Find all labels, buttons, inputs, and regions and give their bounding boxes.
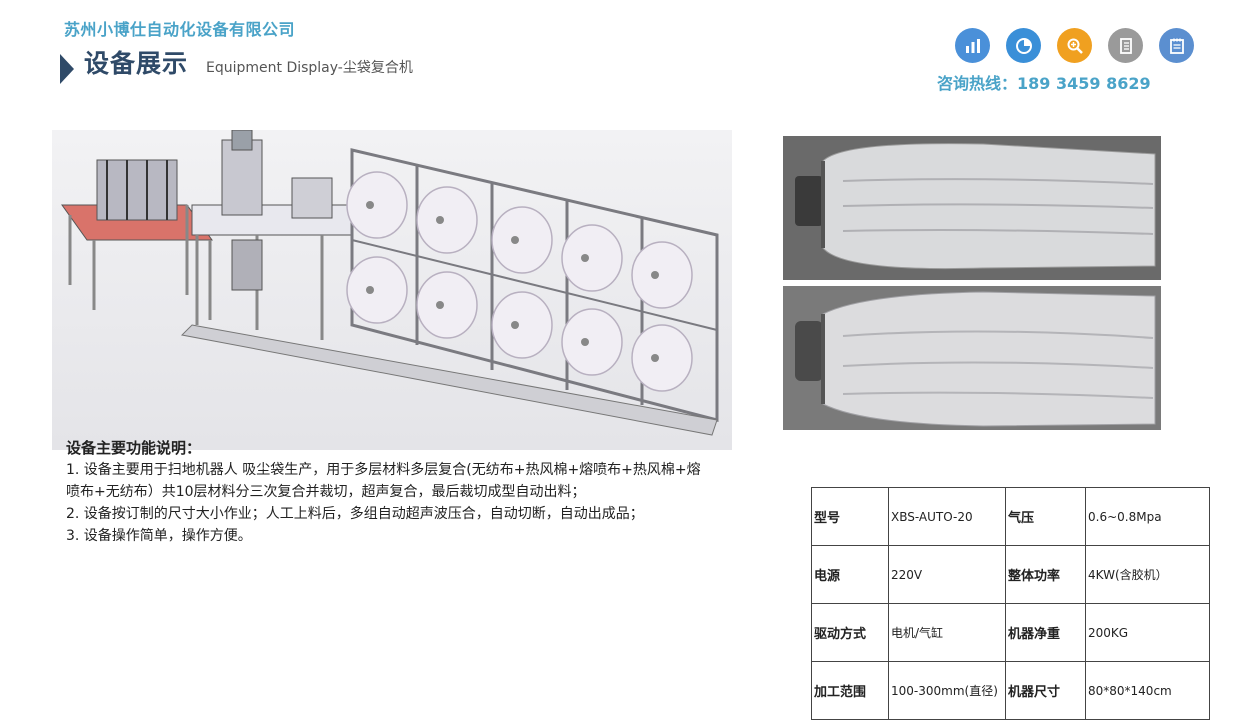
description-item: 1. 设备主要用于扫地机器人 吸尘袋生产，用于多层材料多层复合(无纺布+热风棉+…: [66, 462, 701, 500]
dust-bag-photo-top: [783, 136, 1161, 280]
spec-value: 0.6~0.8Mpa: [1085, 487, 1210, 546]
page-title: 设备展示: [84, 49, 189, 78]
spec-table: 型号 XBS-AUTO-20 气压 0.6~0.8Mpa 电源 220V 整体功…: [811, 487, 1210, 720]
spec-label: 加工范围: [811, 661, 889, 720]
spec-label: 驱动方式: [811, 603, 889, 662]
spec-label: 气压: [1005, 487, 1086, 546]
icon-bar: [955, 28, 1194, 63]
hotline: 咨询热线：189 3459 8629: [937, 74, 1151, 93]
machine-drawing: [52, 129, 732, 450]
title-arrow: [60, 54, 74, 84]
notepad-icon[interactable]: [1159, 28, 1194, 63]
page-subtitle: Equipment Display-尘袋复合机: [206, 60, 413, 76]
company-name: 苏州小博仕自动化设备有限公司: [64, 20, 296, 39]
description-title: 设备主要功能说明：: [66, 439, 202, 457]
spec-value: XBS-AUTO-20: [888, 487, 1006, 546]
table-row: 驱动方式 电机/气缸 机器净重 200KG: [811, 603, 1210, 662]
function-description: 设备主要功能说明： 1. 设备主要用于扫地机器人 吸尘袋生产，用于多层材料多层复…: [66, 437, 706, 547]
spec-value: 4KW(含胶机）: [1085, 545, 1210, 604]
table-row: 型号 XBS-AUTO-20 气压 0.6~0.8Mpa: [811, 487, 1210, 546]
spec-label: 电源: [811, 545, 889, 604]
spec-value: 电机/气缸: [888, 603, 1006, 662]
spec-label: 机器净重: [1005, 603, 1086, 662]
dust-bag-photo-bottom: [783, 286, 1161, 430]
spec-label: 型号: [811, 487, 889, 546]
table-row: 电源 220V 整体功率 4KW(含胶机）: [811, 545, 1210, 604]
spec-label: 整体功率: [1005, 545, 1086, 604]
notebook-icon[interactable]: [1108, 28, 1143, 63]
bar-chart-icon[interactable]: [955, 28, 990, 63]
description-item: 3. 设备操作简单，操作方便。: [66, 528, 252, 544]
spec-value: 100-300mm(直径): [888, 661, 1006, 720]
spec-value: 220V: [888, 545, 1006, 604]
description-item: 2. 设备按订制的尺寸大小作业；人工上料后，多组自动超声波压合，自动切断，自动出…: [66, 506, 644, 522]
spec-value: 80*80*140cm: [1085, 661, 1210, 720]
pie-chart-icon[interactable]: [1006, 28, 1041, 63]
spec-label: 机器尺寸: [1005, 661, 1086, 720]
zoom-in-icon[interactable]: [1057, 28, 1092, 63]
spec-value: 200KG: [1085, 603, 1210, 662]
table-row: 加工范围 100-300mm(直径) 机器尺寸 80*80*140cm: [811, 661, 1210, 720]
